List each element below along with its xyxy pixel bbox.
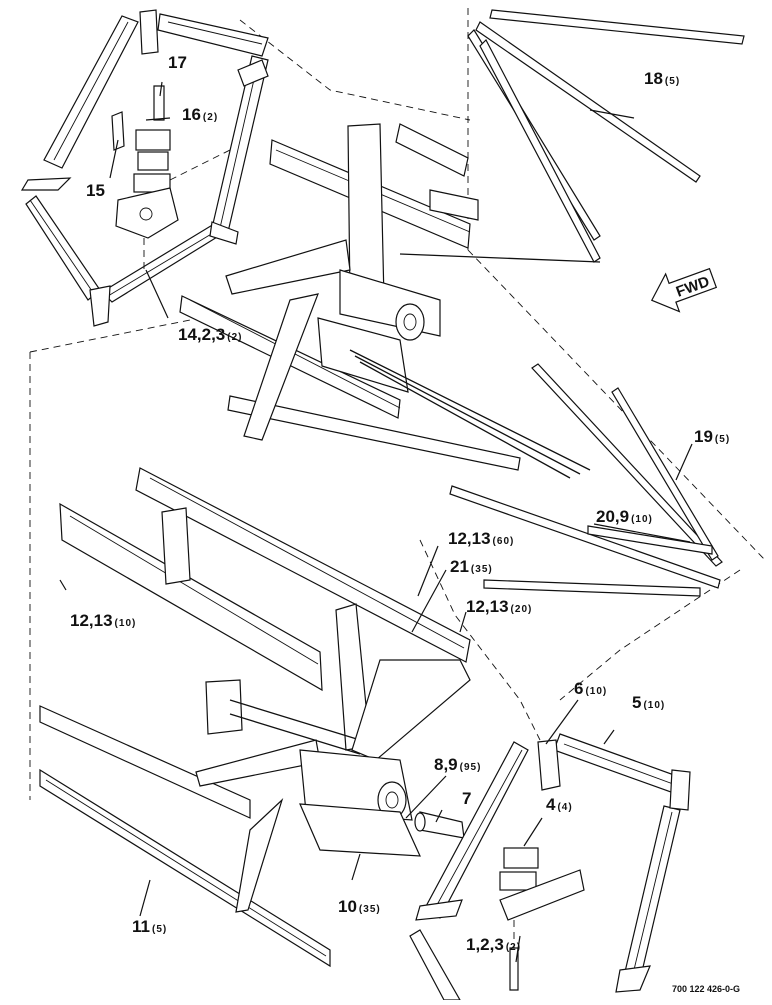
bearing-block-4 (503, 847, 539, 869)
callout-4: 4(4) (546, 795, 573, 814)
arm-plate (669, 769, 691, 811)
callout-6: 6(10) (574, 679, 607, 698)
bearing-block (135, 129, 171, 151)
fwd-arrow: FWD (650, 267, 718, 313)
right-boundary (559, 569, 741, 701)
lower-frame-assembly (39, 467, 471, 968)
callout-15: 15 (86, 181, 105, 200)
lower-tine-bar-11 (39, 768, 331, 968)
lower-tine-bar-upper (59, 502, 323, 692)
dashed-boundaries (29, 8, 766, 800)
reel-arm-slat (43, 15, 139, 169)
rod (483, 579, 701, 597)
top-boundary (239, 19, 471, 121)
callout-14: 14,2,3(2) (178, 325, 243, 344)
diagonal-brace (225, 239, 351, 295)
arm-plate (89, 285, 111, 327)
rod (449, 485, 721, 589)
callout-labels: 17 16(2) 15 14,2,3(2) 18(5) 19(5) 20,9(1… (70, 53, 730, 954)
upper-bearing (395, 123, 469, 177)
rod-group-19 (449, 363, 723, 597)
callout-11: 11(5) (132, 917, 167, 936)
callout-5: 5(10) (632, 693, 665, 712)
plate-17 (153, 85, 165, 121)
upper-right-boundary (467, 8, 766, 561)
rod (489, 9, 745, 45)
hub-flange (395, 303, 425, 341)
arm-plate (209, 221, 239, 245)
arm-brace (243, 293, 319, 441)
hub-plate (205, 679, 243, 735)
diagonal-arm (351, 659, 471, 761)
callout-16: 16(2) (182, 105, 218, 124)
mount-bracket (115, 187, 179, 239)
shaft-7 (419, 811, 465, 839)
center-hub (339, 269, 441, 337)
callout-12-10: 12,13(10) (70, 611, 136, 630)
top-reel-spider-assembly (20, 9, 269, 327)
arm-brace (235, 798, 284, 913)
upper-clamp (429, 189, 479, 221)
callout-12-60: 12,13(60) (448, 529, 514, 548)
reel-arm-slat (623, 805, 681, 981)
arm-plate (139, 9, 159, 55)
hub-bracket-10 (299, 803, 421, 857)
rod (611, 387, 719, 561)
rod-group-18 (467, 9, 745, 263)
bearing-block-4 (499, 871, 537, 891)
rod (531, 363, 723, 567)
plate-15 (111, 111, 125, 151)
callout-19: 19(5) (694, 427, 730, 446)
arm-plate (237, 59, 269, 87)
hub-bracket (317, 317, 409, 393)
lower-tine-bar (39, 705, 251, 819)
callout-18: 18(5) (644, 69, 680, 88)
fwd-label: FWD (674, 273, 712, 301)
fwd-arrow-icon (650, 267, 718, 313)
mount-bracket (499, 869, 585, 921)
leader-lines (59, 81, 693, 963)
callout-17: 17 (168, 53, 187, 72)
rod (479, 38, 601, 263)
callout-1: 1,2,3(2) (466, 935, 521, 954)
rod (587, 525, 713, 555)
callout-21: 21(35) (450, 557, 493, 576)
reel-arm-slat (157, 13, 269, 57)
callout-12-20: 12,13(20) (466, 597, 532, 616)
reel-arm-slat (409, 929, 462, 1001)
lower-tine-bar-top (135, 467, 471, 663)
upper-frame-assembly (179, 123, 601, 479)
callout-20: 20,9(10) (596, 507, 653, 526)
callout-10: 10(35) (338, 897, 381, 916)
plate-6 (537, 739, 561, 791)
top-left-boundary (29, 319, 191, 353)
bottom-reel-spider-assembly (409, 733, 691, 1001)
tine-bar-lower (227, 395, 521, 471)
arm-plate (415, 899, 463, 921)
callout-7: 7 (462, 789, 471, 808)
reel-arm-slat (211, 55, 269, 233)
reel-arm-slat (101, 223, 223, 303)
arm-plate (615, 965, 651, 993)
rod (475, 21, 701, 183)
mid-boundary (419, 539, 541, 741)
spider-plate (161, 507, 191, 585)
bearing-block (137, 151, 169, 171)
arm-plate (20, 177, 72, 191)
callout-8: 8,9(95) (434, 755, 481, 774)
drawing-number: 700 122 426-0-G (672, 984, 740, 994)
